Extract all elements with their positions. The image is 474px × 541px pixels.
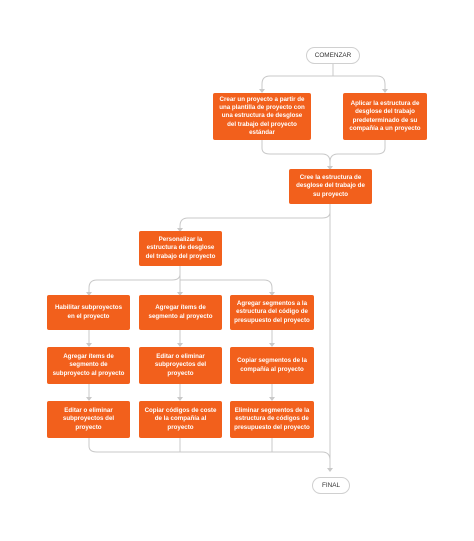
connector-to-personalizar <box>179 204 331 230</box>
arrow-head <box>177 292 183 296</box>
node-habilitar-subproyectos[interactable]: Habilitar subproyectos en el proyecto <box>47 295 130 330</box>
node-personalizar[interactable]: Personalizar la estructura de desglose d… <box>139 231 222 266</box>
connector-start-split <box>261 64 386 92</box>
arrow-head <box>177 228 183 232</box>
node-editar-eliminar-segmentos[interactable]: Editar o eliminar subproyectos del proye… <box>139 347 222 384</box>
node-eliminar-segmentos[interactable]: Eliminar segmentos de la estructura de c… <box>230 401 314 438</box>
node-copiar-codigos-coste[interactable]: Copiar códigos de coste de la compañía a… <box>139 401 222 438</box>
arrow-head <box>327 166 333 170</box>
arrow-head <box>86 292 92 296</box>
connector-merge-top <box>261 140 386 168</box>
connector-split-columns <box>88 266 273 294</box>
arrow-head <box>327 468 333 472</box>
start-node[interactable]: COMENZAR <box>306 47 360 64</box>
arrow-head <box>259 89 265 93</box>
arrow-head <box>382 89 388 93</box>
node-crear-plantilla[interactable]: Crear un proyecto a partir de una planti… <box>213 93 311 140</box>
node-cree-estructura[interactable]: Cree la estructura de desglose del traba… <box>289 169 372 204</box>
connector-bottom-merge <box>88 438 331 461</box>
node-agregar-segmentos[interactable]: Agregar segmentos a la estructura del có… <box>230 295 314 330</box>
arrow-head <box>177 343 183 347</box>
end-node[interactable]: FINAL <box>312 477 350 494</box>
node-copiar-segmentos-compania[interactable]: Copiar segmentos de la compañía al proye… <box>230 347 314 384</box>
arrow-head <box>269 343 275 347</box>
node-editar-eliminar-subproyectos[interactable]: Editar o eliminar subproyectos del proye… <box>47 401 130 438</box>
arrow-head <box>177 397 183 401</box>
arrow-head <box>269 397 275 401</box>
arrow-head <box>86 397 92 401</box>
node-agregar-items[interactable]: Agregar ítems de segmento al proyecto <box>139 295 222 330</box>
node-aplicar-estructura[interactable]: Aplicar la estructura de desglose del tr… <box>343 93 427 140</box>
arrow-head <box>86 343 92 347</box>
arrow-head <box>269 292 275 296</box>
node-agregar-items-subproyecto[interactable]: Agregar ítems de segmento de subproyecto… <box>47 347 130 384</box>
